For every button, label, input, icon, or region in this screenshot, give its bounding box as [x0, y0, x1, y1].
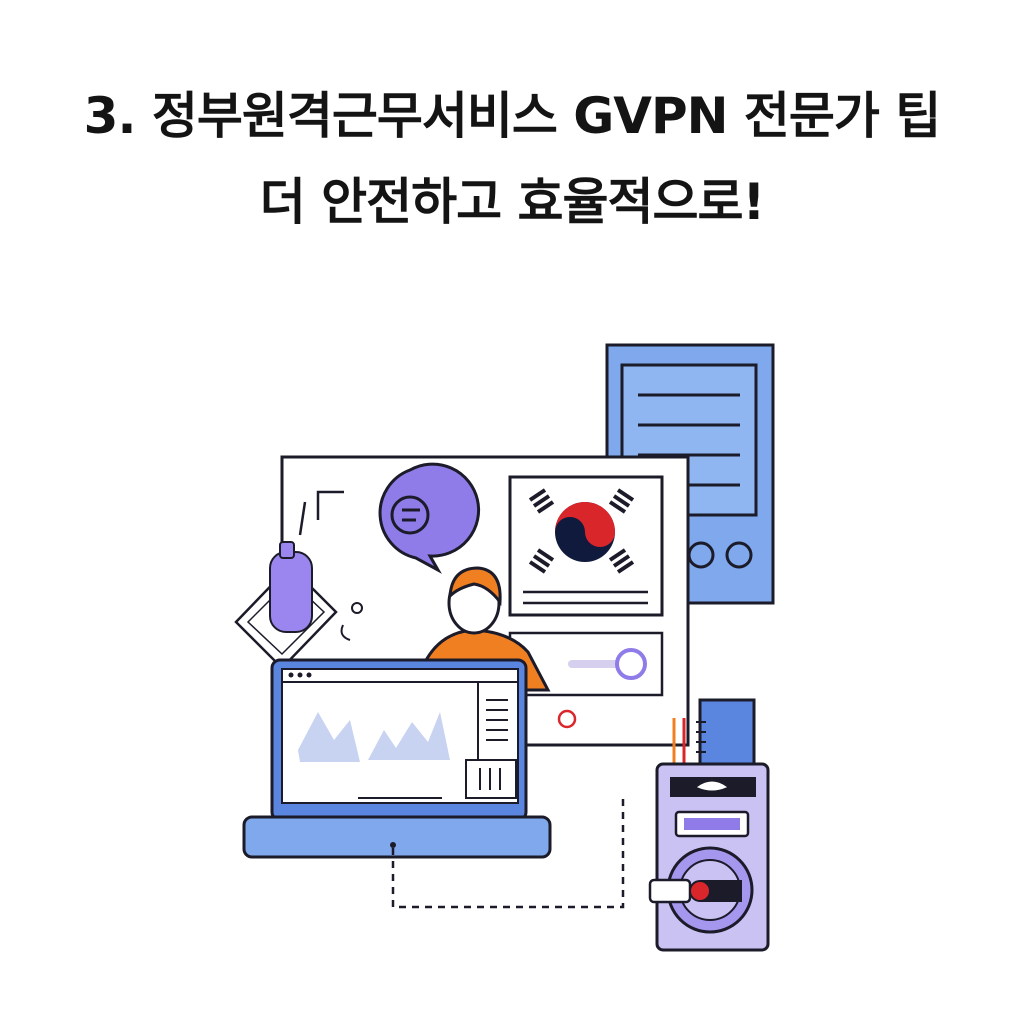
chat-bubble-icon [378, 462, 481, 574]
connection-line [391, 798, 625, 909]
korean-flag-icon [508, 475, 664, 617]
page-subtitle-line-2: 더 안전하고 효율적으로! [259, 173, 766, 231]
page-title-line-1: 3. 정부원격근무서비스 GVPN 전문가 팁 [83, 87, 942, 145]
security-device-icon [648, 698, 770, 952]
document-card-icon [234, 541, 338, 670]
laptop-icon [242, 658, 552, 859]
